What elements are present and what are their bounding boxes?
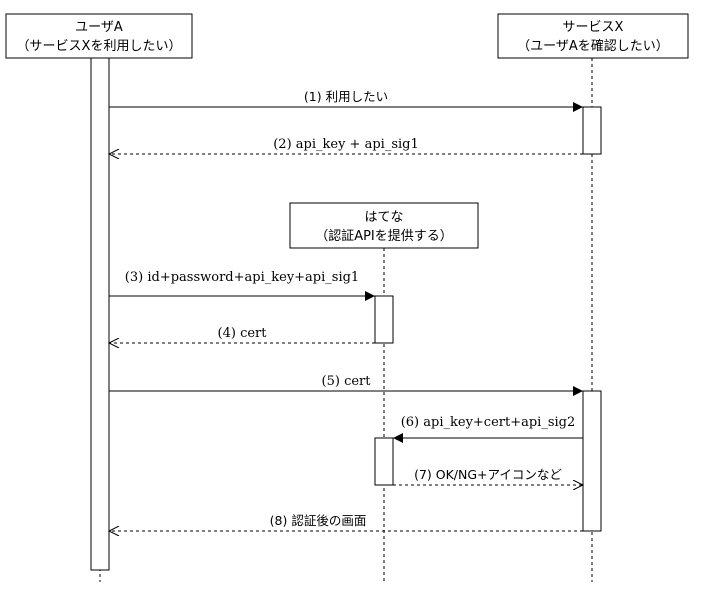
hatena-activation-bar-1 — [374, 295, 394, 344]
participant-user: ユーザA （サービスXを利用したい） — [5, 13, 193, 59]
message-1-label: (1) 利用したい — [304, 89, 388, 104]
participant-user-name: ユーザA — [75, 20, 123, 35]
message-7-label: (7) OK/NG+アイコンなど — [414, 467, 562, 482]
hatena-activation-bar-2 — [374, 437, 394, 486]
service-activation-bar-2 — [582, 390, 602, 532]
participant-user-desc: （サービスXを利用したい） — [17, 39, 182, 54]
message-4-label: (4) cert — [218, 326, 268, 341]
message-5-label: (5) cert — [322, 374, 372, 389]
participant-hatena: はてな （認証APIを提供する） — [289, 202, 479, 249]
message-3-label: (3) id+password+api_key+api_sig1 — [125, 270, 359, 285]
message-2-label: (2) api_key + api_sig1 — [273, 137, 419, 152]
participant-service-name: サービスX — [563, 20, 624, 35]
user-activation-bar — [90, 57, 110, 571]
participant-hatena-name: はてな — [364, 210, 403, 225]
message-8-label: (8) 認証後の画面 — [270, 513, 367, 528]
message-6-label: (6) api_key+cert+api_sig2 — [401, 415, 576, 430]
service-activation-bar-1 — [582, 106, 602, 155]
participant-service-desc: （ユーザAを確認したい） — [517, 38, 669, 54]
participant-service: サービスX （ユーザAを確認したい） — [497, 13, 689, 59]
participant-hatena-desc: （認証APIを提供する） — [315, 228, 453, 244]
